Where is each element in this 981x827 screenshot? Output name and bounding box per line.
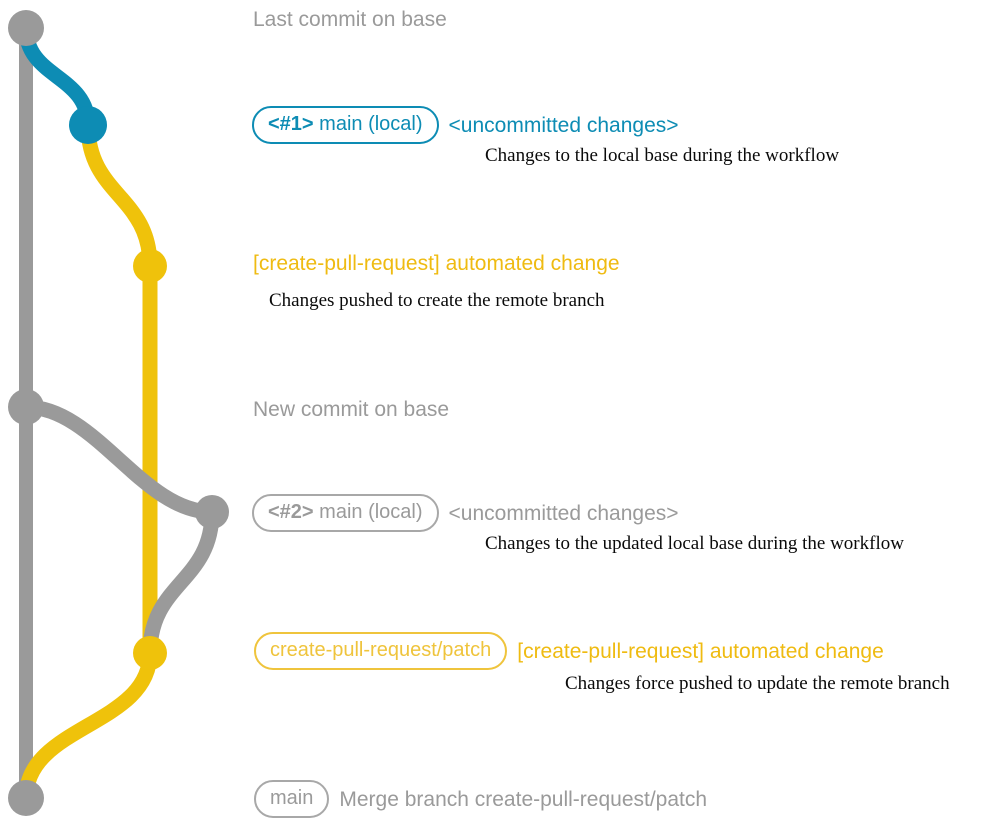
commit-node-local-1[interactable] <box>69 106 107 144</box>
commit-subject-local-1: <uncommitted changes> <box>448 113 679 137</box>
branch-pill-local-1-name: main (local) <box>313 113 423 135</box>
row-automated-change-1: [create-pull-request] automated change <box>253 252 620 275</box>
row-last-commit: Last commit on base <box>253 8 447 31</box>
last-commit-title: Last commit on base <box>253 8 447 31</box>
branch-pill-local-2[interactable]: <#2> main (local) <box>252 494 439 532</box>
edge-local-2-to-remote-2 <box>142 504 220 661</box>
commit-subject-merge: Merge branch create-pull-request/patch <box>339 787 708 811</box>
commit-node-base-merge[interactable] <box>8 780 44 816</box>
new-commit-title: New commit on base <box>253 398 450 421</box>
commit-subject-automated-1: [create-pull-request] automated change <box>253 252 620 275</box>
edge-base-new-to-local-2 <box>18 399 220 520</box>
commit-node-base-new[interactable] <box>8 389 44 425</box>
branch-pill-local-1[interactable]: <#1> main (local) <box>252 106 439 144</box>
commit-node-local-2[interactable] <box>195 495 229 529</box>
row-local-change-2: <#2> main (local) <uncommitted changes> <box>252 494 679 532</box>
row-automated-change-2-description: Changes force pushed to update the remot… <box>565 673 950 694</box>
row-merge-commit: main Merge branch create-pull-request/pa… <box>254 780 707 818</box>
commit-description-automated-2: Changes force pushed to update the remot… <box>565 673 950 694</box>
row-local-change-1: <#1> main (local) <uncommitted changes> <box>252 106 679 144</box>
branch-pill-local-2-tag: <#2> <box>268 501 314 523</box>
row-new-commit: New commit on base <box>253 398 449 421</box>
branch-pill-create-pull-request-patch[interactable]: create-pull-request/patch <box>254 632 508 670</box>
branch-pill-local-2-name: main (local) <box>313 501 423 523</box>
commit-description-automated-1: Changes pushed to create the remote bran… <box>269 290 605 311</box>
edge-local-1-to-remote-1 <box>80 117 158 274</box>
row-local-change-2-description: Changes to the updated local base during… <box>485 533 904 554</box>
commit-node-remote-2[interactable] <box>133 636 167 670</box>
branch-pill-main[interactable]: main <box>254 780 330 818</box>
commit-node-base-last[interactable] <box>8 10 44 46</box>
commit-subject-local-2: <uncommitted changes> <box>448 501 679 525</box>
branch-pill-local-1-tag: <#1> <box>268 113 314 135</box>
edge-remote-2-to-merge <box>18 645 158 806</box>
row-local-change-1-description: Changes to the local base during the wor… <box>485 145 839 166</box>
commit-description-local-2: Changes to the updated local base during… <box>485 533 904 554</box>
commit-subject-automated-2: [create-pull-request] automated change <box>517 639 884 663</box>
commit-graph <box>8 10 229 816</box>
row-automated-change-1-description: Changes pushed to create the remote bran… <box>269 290 605 311</box>
commit-description-local-1: Changes to the local base during the wor… <box>485 145 840 166</box>
row-automated-change-2: create-pull-request/patch [create-pull-r… <box>254 632 884 670</box>
commit-node-remote-1[interactable] <box>133 249 167 283</box>
